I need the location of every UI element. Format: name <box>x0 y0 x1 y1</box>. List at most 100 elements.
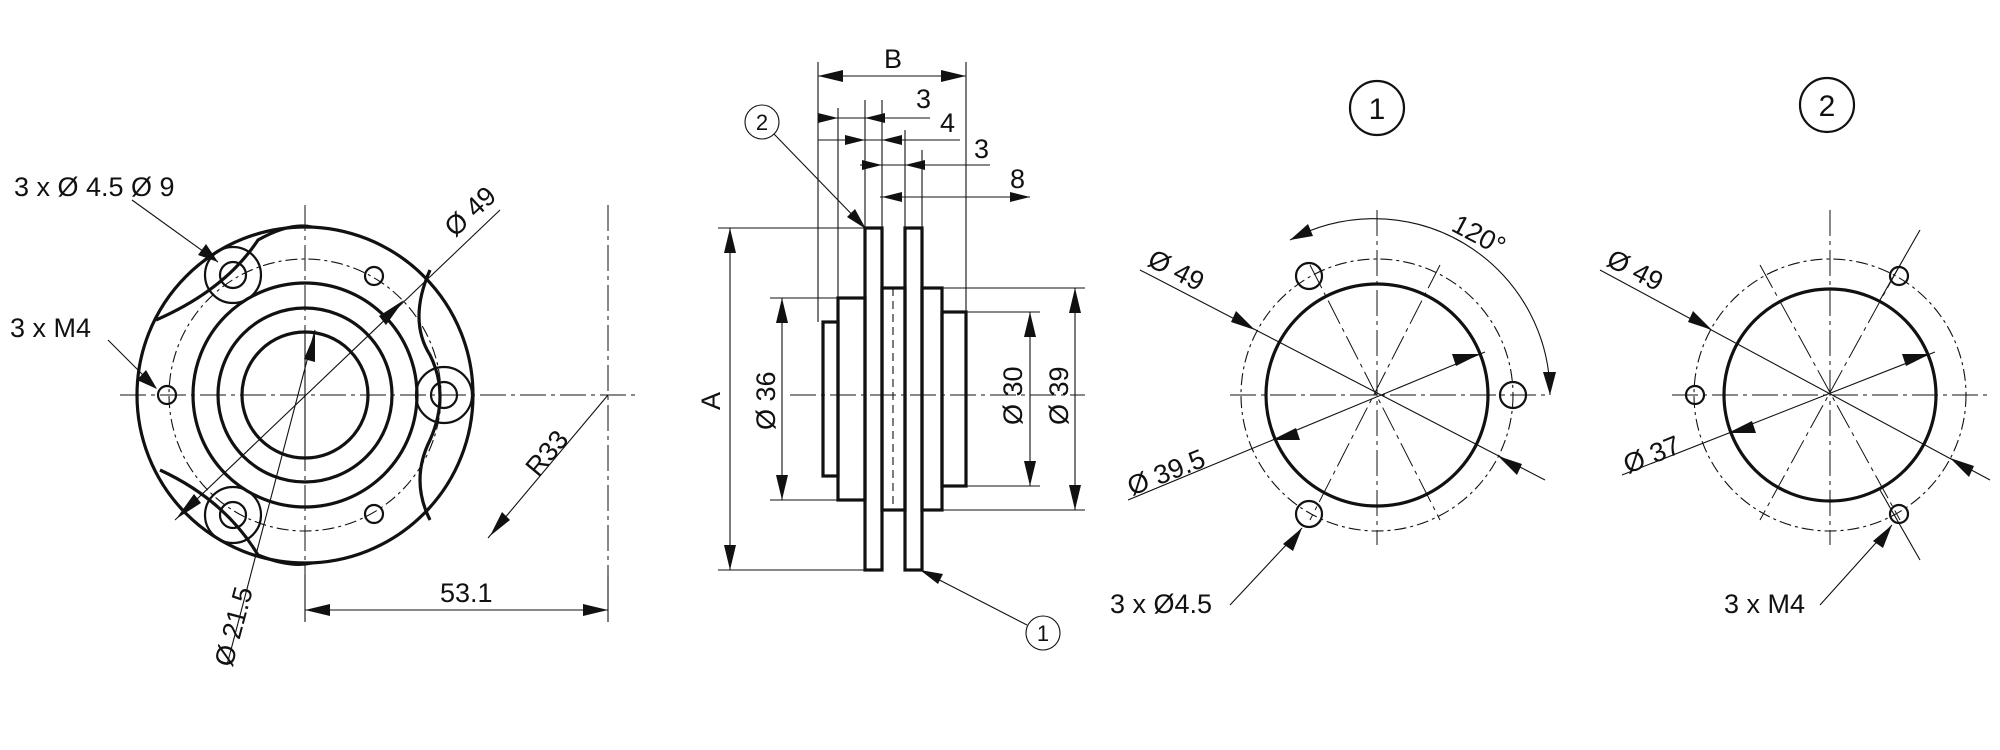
side-left-boss <box>821 320 840 478</box>
front-dim-49-arrow-b <box>379 300 404 325</box>
detail-1-label-pilot: Ø 39.5 <box>1123 443 1209 501</box>
front-label-dia-21-5: Ø 21.5 <box>209 583 259 669</box>
side-dim-39-arrow-top <box>1069 288 1081 313</box>
detail-1-dim-39-5-arrow-a <box>1272 428 1300 440</box>
front-leader-m4-arrow <box>137 370 157 389</box>
front-relief-curve-bottom <box>159 468 313 566</box>
front-relief-curve-top <box>155 224 313 322</box>
detail-1-dim-49-arrow-b <box>1498 456 1522 475</box>
side-dim-a-arrow-bottom <box>724 545 736 570</box>
detail-2-dim-37-arrow-a <box>1728 421 1756 433</box>
detail-2-pilot-circle <box>1722 287 1938 503</box>
detail-1-dim-line-39-5 <box>1127 351 1486 501</box>
front-relief-curve-right <box>417 269 442 521</box>
detail-1-bolt-circle <box>1240 258 1514 532</box>
side-dim-4-arrow-a <box>845 135 865 145</box>
front-label-53-1: 53.1 <box>440 578 493 608</box>
front-tapped-hole-bottom <box>363 503 385 525</box>
detail-1-title-circle <box>1348 79 1406 137</box>
detail-1-hole-bottom <box>1294 499 1324 529</box>
detail-2-label-holes: 3 x M4 <box>1724 589 1805 619</box>
detail-1-holes-arrow <box>1283 528 1302 551</box>
detail-1-angle-arrow-a <box>1290 224 1313 240</box>
detail-1-label-holes: 3 x Ø4.5 <box>1110 589 1212 619</box>
side-flange-plate-left <box>863 226 884 572</box>
detail-2-holes-arrow <box>1873 525 1892 548</box>
front-dim-line-49 <box>174 209 501 521</box>
detail-1-title: 1 <box>1369 93 1386 126</box>
front-dim-line-r33 <box>487 394 609 539</box>
detail-2-dim-49-arrow-b <box>1950 458 1974 477</box>
side-left-hub <box>836 296 867 502</box>
front-leader-counterbore-arrow <box>198 244 218 262</box>
front-dim-21-5-arrow <box>304 333 315 362</box>
side-label-3b: 3 <box>974 134 989 164</box>
detail-1-angle-arrow-b <box>1543 372 1556 395</box>
detail-2-hole-axis-top <box>1879 229 1921 301</box>
detail-2-dim-line-37 <box>1621 351 1936 476</box>
side-balloon-1-label: 1 <box>1037 621 1049 646</box>
detail-1-hole-top <box>1294 261 1324 291</box>
side-dim-30-arrow-top <box>1024 312 1036 337</box>
side-right-hub <box>920 286 944 512</box>
side-dim-3b-arrow-b <box>905 160 925 170</box>
detail-2-title-circle <box>1798 76 1856 134</box>
detail-2-title: 2 <box>1819 90 1836 123</box>
side-right-boss <box>940 310 968 488</box>
detail-1-radial-line-b <box>1309 264 1441 521</box>
side-flange-plate-right <box>903 226 924 572</box>
detail-2-dim-line-49 <box>1599 269 1991 481</box>
side-dim-36-arrow-top <box>776 298 788 323</box>
front-label-dia-49: Ø 49 <box>439 181 502 243</box>
side-view: A Ø 36 Ø 30 Ø 39 B <box>696 44 1085 651</box>
front-counterbore-right <box>414 365 474 425</box>
side-dim-8-arrow-a <box>882 192 902 202</box>
front-dim-line-21-5 <box>226 329 316 666</box>
detail-2-label-pilot: Ø 37 <box>1619 430 1685 480</box>
front-hub-step <box>216 306 394 484</box>
detail-2-hole-axis-bottom <box>1879 489 1921 561</box>
front-label-r33: R33 <box>520 425 575 482</box>
side-balloon-2 <box>744 104 780 140</box>
side-label-b: B <box>884 44 902 74</box>
side-balloon-2-leader <box>773 133 866 229</box>
side-label-a: A <box>696 392 726 410</box>
detail-1: 1 120° Ø 49 Ø 39.5 3 x Ø4.5 <box>1110 79 1556 619</box>
detail-1-dim-49-arrow-a <box>1231 311 1255 330</box>
side-label-8: 8 <box>1010 164 1025 194</box>
side-dim-30-arrow-bottom <box>1024 461 1036 486</box>
side-dim-a-arrow-top <box>724 228 736 253</box>
front-tapped-hole-left <box>156 384 178 406</box>
side-dim-36-arrow-bottom <box>776 475 788 500</box>
detail-2: 2 Ø 49 Ø 37 3 x M4 <box>1599 76 1991 619</box>
detail-2-dim-37-arrow-b <box>1902 354 1930 366</box>
side-balloon-1 <box>1025 615 1061 651</box>
detail-2-tapped-hole-left <box>1684 384 1706 406</box>
side-balloon-2-arrow <box>847 209 866 229</box>
side-dim-3b-arrow-a <box>862 160 882 170</box>
front-hole-bottom <box>218 500 248 530</box>
side-label-dia-39: Ø 39 <box>1044 366 1074 425</box>
front-label-counterbore: 3 x Ø 4.5 Ø 9 <box>14 172 175 202</box>
side-dim-8-arrow-b <box>1010 192 1030 202</box>
side-label-dia-30: Ø 30 <box>998 366 1028 425</box>
detail-2-tapped-hole-top <box>1888 265 1910 287</box>
side-dim-4-arrow-b <box>882 135 902 145</box>
front-dim-53-arrow-left <box>305 604 330 616</box>
front-view: 3 x Ø 4.5 Ø 9 3 x M4 Ø 49 Ø 21.5 R33 53.… <box>10 172 640 670</box>
front-hole-right <box>429 380 459 410</box>
detail-2-dim-49-arrow-a <box>1688 311 1712 330</box>
front-hole-top <box>218 260 248 290</box>
front-dim-53-arrow-right <box>583 604 608 616</box>
detail-2-radial-line-b <box>1759 264 1901 521</box>
detail-1-dim-39-5-arrow-b <box>1452 354 1480 366</box>
detail-1-angle-arc <box>1289 218 1551 396</box>
detail-1-hole-right <box>1498 380 1528 410</box>
side-dim-b-arrow-left <box>818 70 843 82</box>
side-dim-b-arrow-right <box>941 70 966 82</box>
side-label-3a: 3 <box>916 84 931 114</box>
side-dim-39-arrow-bottom <box>1069 485 1081 510</box>
side-balloon-2-label: 2 <box>756 110 768 135</box>
front-tapped-hole-top <box>363 265 385 287</box>
front-counterbore-bottom <box>203 485 263 545</box>
